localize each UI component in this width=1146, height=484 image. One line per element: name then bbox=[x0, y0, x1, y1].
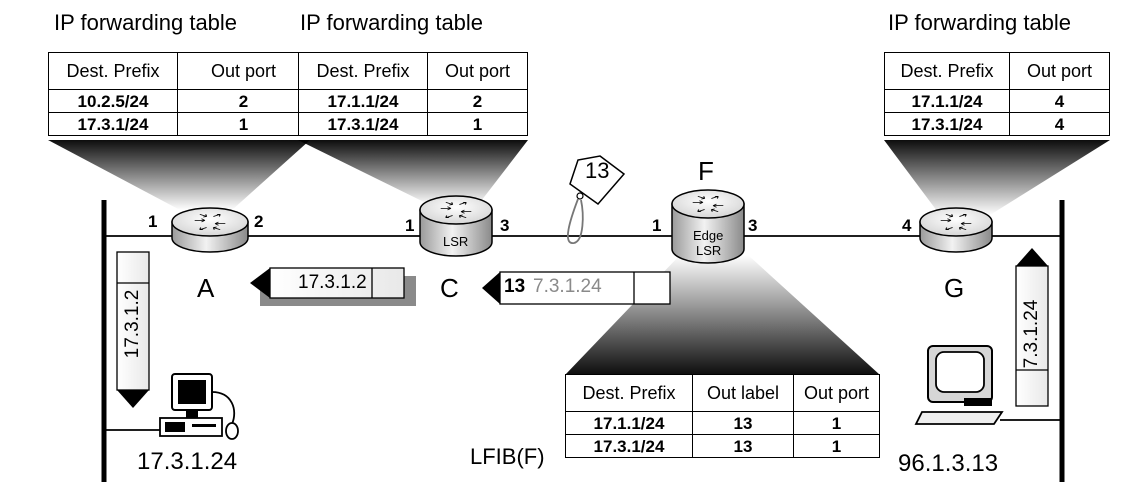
packet-a-to-c-address: 17.3.1.2 bbox=[298, 272, 367, 293]
router-c-forwarding-table: Dest. Prefix Out port 17.1.1/24 2 17.3.1… bbox=[298, 52, 528, 136]
packet-left-vertical bbox=[116, 251, 150, 408]
cell-out-port: 1 bbox=[427, 112, 528, 136]
router-c-table-title: IP forwarding table bbox=[300, 10, 484, 35]
router-a-port-1: 1 bbox=[148, 212, 158, 231]
router-a-name: A bbox=[197, 273, 215, 303]
packet-a-to-c bbox=[250, 267, 416, 306]
col-header-dest-prefix: Dest. Prefix bbox=[884, 52, 1010, 90]
host-left-address: 17.3.1.24 bbox=[137, 448, 238, 475]
cell-dest-prefix: 17.3.1/24 bbox=[884, 112, 1010, 136]
cell-out-port: 4 bbox=[1009, 112, 1110, 136]
cell-out-port: 4 bbox=[1009, 89, 1110, 113]
host-left-computer[interactable] bbox=[159, 373, 239, 440]
cell-dest-prefix: 17.1.1/24 bbox=[298, 89, 428, 113]
cell-out-label: 13 bbox=[692, 434, 794, 458]
cone-router-g bbox=[884, 140, 1110, 215]
router-f[interactable] bbox=[671, 189, 745, 264]
table-row: 17.3.1/24 1 bbox=[298, 112, 528, 136]
router-f-inner-label-1: Edge bbox=[693, 228, 724, 243]
cell-dest-prefix: 17.1.1/24 bbox=[884, 89, 1010, 113]
router-f-name: F bbox=[698, 156, 714, 186]
cell-out-port: 2 bbox=[177, 89, 310, 113]
router-c-port-1: 1 bbox=[405, 216, 415, 235]
col-header-dest-prefix: Dest. Prefix bbox=[298, 52, 428, 90]
router-c[interactable] bbox=[419, 195, 493, 257]
router-c-name: C bbox=[440, 273, 459, 303]
packet-c-to-f bbox=[482, 271, 671, 305]
col-header-out-port: Out port bbox=[793, 374, 880, 412]
col-header-out-port: Out port bbox=[1009, 52, 1110, 90]
table-row: 17.3.1/24 1 bbox=[48, 112, 310, 136]
lfib-title: LFIB(F) bbox=[470, 444, 545, 469]
col-header-out-port: Out port bbox=[427, 52, 528, 90]
cell-dest-prefix: 10.2.5/24 bbox=[48, 89, 178, 113]
packet-c-to-f-label: 13 bbox=[504, 276, 526, 297]
table-row: 17.3.1/24 4 bbox=[884, 112, 1110, 136]
router-a-port-2: 2 bbox=[254, 212, 264, 231]
router-c-port-3: 3 bbox=[500, 216, 510, 235]
table-row: 17.1.1/24 2 bbox=[298, 89, 528, 113]
router-g[interactable] bbox=[919, 207, 993, 253]
router-g-port-4: 4 bbox=[902, 216, 912, 235]
col-header-out-label: Out label bbox=[692, 374, 794, 412]
cell-out-port: 1 bbox=[793, 411, 880, 435]
router-g-table-title: IP forwarding table bbox=[888, 10, 1072, 35]
col-header-dest-prefix: Dest. Prefix bbox=[48, 52, 178, 90]
table-row: 17.1.1/24 4 bbox=[884, 89, 1110, 113]
packet-right-vertical-address: 7.3.1.24 bbox=[1021, 299, 1042, 369]
table-row: 17.1.1/24 13 1 bbox=[565, 411, 880, 435]
table-row: 17.3.1/24 13 1 bbox=[565, 434, 880, 458]
cell-dest-prefix: 17.3.1/24 bbox=[298, 112, 428, 136]
router-f-inner-label-2: LSR bbox=[696, 243, 722, 258]
host-right-terminal[interactable] bbox=[914, 345, 1004, 425]
packet-c-to-f-address: 7.3.1.24 bbox=[533, 276, 602, 297]
packet-left-vertical-address: 17.3.1.2 bbox=[122, 289, 143, 359]
router-g-name: G bbox=[944, 273, 965, 303]
lfib-table: Dest. Prefix Out label Out port 17.1.1/2… bbox=[565, 374, 880, 458]
tag-label-value: 13 bbox=[585, 158, 610, 183]
cell-dest-prefix: 17.3.1/24 bbox=[565, 434, 693, 458]
cone-router-a bbox=[48, 140, 310, 210]
cone-router-c bbox=[298, 140, 528, 205]
cone-router-f bbox=[565, 255, 880, 375]
cell-out-port: 1 bbox=[177, 112, 310, 136]
table-row: 10.2.5/24 2 bbox=[48, 89, 310, 113]
host-right-address: 96.1.3.13 bbox=[898, 450, 999, 477]
label-tag bbox=[566, 155, 626, 244]
router-a-table-title: IP forwarding table bbox=[54, 10, 238, 35]
cell-dest-prefix: 17.3.1/24 bbox=[48, 112, 178, 136]
router-f-port-1: 1 bbox=[652, 216, 662, 235]
packet-right-vertical bbox=[1015, 248, 1049, 407]
router-f-port-3: 3 bbox=[748, 216, 758, 235]
router-g-forwarding-table: Dest. Prefix Out port 17.1.1/24 4 17.3.1… bbox=[884, 52, 1110, 136]
cell-out-port: 1 bbox=[793, 434, 880, 458]
router-a[interactable] bbox=[171, 207, 249, 253]
cell-out-label: 13 bbox=[692, 411, 794, 435]
router-c-inner-label: LSR bbox=[443, 234, 469, 249]
col-header-dest-prefix: Dest. Prefix bbox=[565, 374, 693, 412]
router-a-forwarding-table: Dest. Prefix Out port 10.2.5/24 2 17.3.1… bbox=[48, 52, 310, 136]
col-header-out-port: Out port bbox=[177, 52, 310, 90]
cell-out-port: 2 bbox=[427, 89, 528, 113]
cell-dest-prefix: 17.1.1/24 bbox=[565, 411, 693, 435]
